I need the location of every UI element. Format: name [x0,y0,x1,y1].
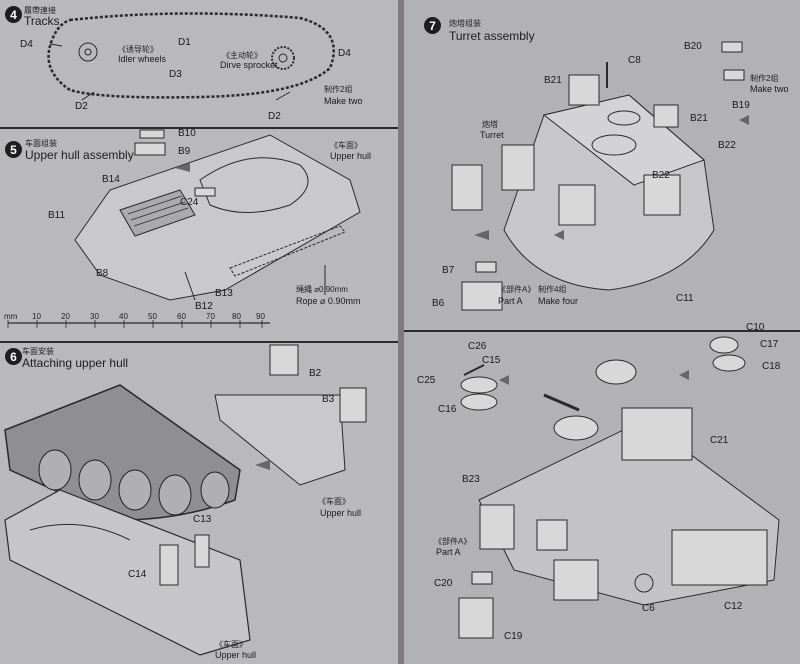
idler-wheels-en: Idler wheels [118,54,167,64]
step-5-title-zh: 车面组装 [25,139,57,148]
part-a2-zh: 《部件A》 [434,537,472,546]
idler-wheels-zh: 《诱导轮》 [118,45,158,54]
step-7-title-en: Turret assembly [449,29,535,43]
part-d2-right: D2 [268,111,281,122]
upper-hull-zh: 《车面》 [330,141,362,150]
upper-hull-zh-step6: 《车面》 [318,497,350,506]
part-b9: B9 [178,146,191,157]
divider-step4-step5 [0,127,398,129]
part-c16: C16 [438,404,457,415]
step-5-title-en: Upper hull assembly [25,148,134,162]
part-c13: C13 [193,514,212,525]
ruler-tick-90: 90 [256,312,265,321]
step-6-title-en: Attaching upper hull [22,356,129,370]
step-7-title-zh: 炮塔组装 [449,19,481,28]
part-c25: C25 [417,375,436,386]
part-b3: B3 [322,394,335,405]
left-page-line-art [4,12,367,656]
part-a-zh: 《部件A》 [498,285,536,294]
part-a-en: Part A [498,296,523,306]
part-b13: B13 [215,288,233,299]
part-b21-right: B21 [690,113,708,124]
drive-sprocket-en: Dirve sprocket [220,60,278,70]
rope-zh: 绳縄 ⌀0.90mm [296,285,348,294]
part-c17: C17 [760,339,779,350]
step-4-number: 4 [5,6,22,23]
part-b12: B12 [195,301,213,312]
ruler-tick-20: 20 [61,312,70,321]
upper-hull2-en-step6: Upper hull [215,650,257,660]
right-page-line-art [451,41,780,639]
part-b10: B10 [178,128,196,139]
part-c15: C15 [482,355,501,366]
part-c10: C10 [746,322,765,333]
ruler-tick-10: 10 [32,312,41,321]
step-5-number: 5 [5,141,22,158]
part-b22-left: B22 [652,170,670,181]
part-b7: B7 [442,265,455,276]
part-b6: B6 [432,298,445,309]
step-7-number: 7 [424,17,441,34]
part-b23: B23 [462,474,480,485]
part-c26: C26 [468,341,487,352]
ruler-tick-60: 60 [177,312,186,321]
part-d4-right: D4 [338,48,351,59]
part-c12: C12 [724,601,743,612]
ruler-unit: mm [4,312,18,321]
part-c11: C11 [676,293,694,304]
step-6-title-zh: 车面安装 [22,347,54,356]
part-d4-left: D4 [20,39,33,50]
part-c14: C14 [128,569,147,580]
ruler-tick-40: 40 [119,312,128,321]
instruction-page-left: 4 履帶連接 Tracks D1 D4 D4 D3 D2 D2 《诱导轮》 Id… [0,0,398,664]
upper-hull-en: Upper hull [330,151,372,161]
ruler-tick-70: 70 [206,312,215,321]
part-d3: D3 [169,69,182,80]
part-b21-left: B21 [544,75,562,86]
instruction-page-right: 7 炮塔组装 Turret assembly C8 B20 B21 B21 制作… [404,0,800,664]
part-c24: C24 [180,197,199,208]
turret-zh: 炮塔 [482,120,498,129]
make-two-en-step7: Make two [750,84,789,94]
part-a2-en: Part A [436,547,461,557]
part-d2-left: D2 [75,101,88,112]
rope-en: Rope ⌀ 0.90mm [296,296,361,306]
drive-sprocket-zh: 《主动轮》 [222,51,262,60]
step-4-title-en: Tracks [24,14,60,28]
make-two-zh-step7: 制作2组 [750,74,779,83]
make-two-zh: 制作2组 [324,85,353,94]
turret-en: Turret [480,130,504,140]
make-four-en: Make four [538,296,579,306]
step-4-title-zh: 履帶連接 [24,6,56,15]
part-b2: B2 [309,368,322,379]
part-b20: B20 [684,41,702,52]
page-fold [398,0,404,664]
ruler-tick-80: 80 [232,312,241,321]
part-b14: B14 [102,174,120,185]
step-6-number: 6 [5,348,22,365]
make-four-zh: 制作4组 [538,285,567,294]
part-c18: C18 [762,361,781,372]
part-c21: C21 [710,435,729,446]
part-c19: C19 [504,631,523,642]
ruler-tick-30: 30 [90,312,99,321]
upper-hull2-zh-step6: 《车面》 [215,640,247,649]
part-b19: B19 [732,100,750,111]
divider-step5-step6 [0,341,398,343]
part-b22-right: B22 [718,140,736,151]
part-c20: C20 [434,578,453,589]
part-c8: C8 [628,55,641,66]
ruler-tick-50: 50 [148,312,157,321]
part-c6: C6 [642,603,655,614]
part-b11: B11 [48,210,66,221]
upper-hull-en-step6: Upper hull [320,508,362,518]
part-b8: B8 [96,268,109,279]
make-two-en: Make two [324,96,363,106]
part-d1: D1 [178,37,191,48]
divider-step7-sections [404,330,800,332]
